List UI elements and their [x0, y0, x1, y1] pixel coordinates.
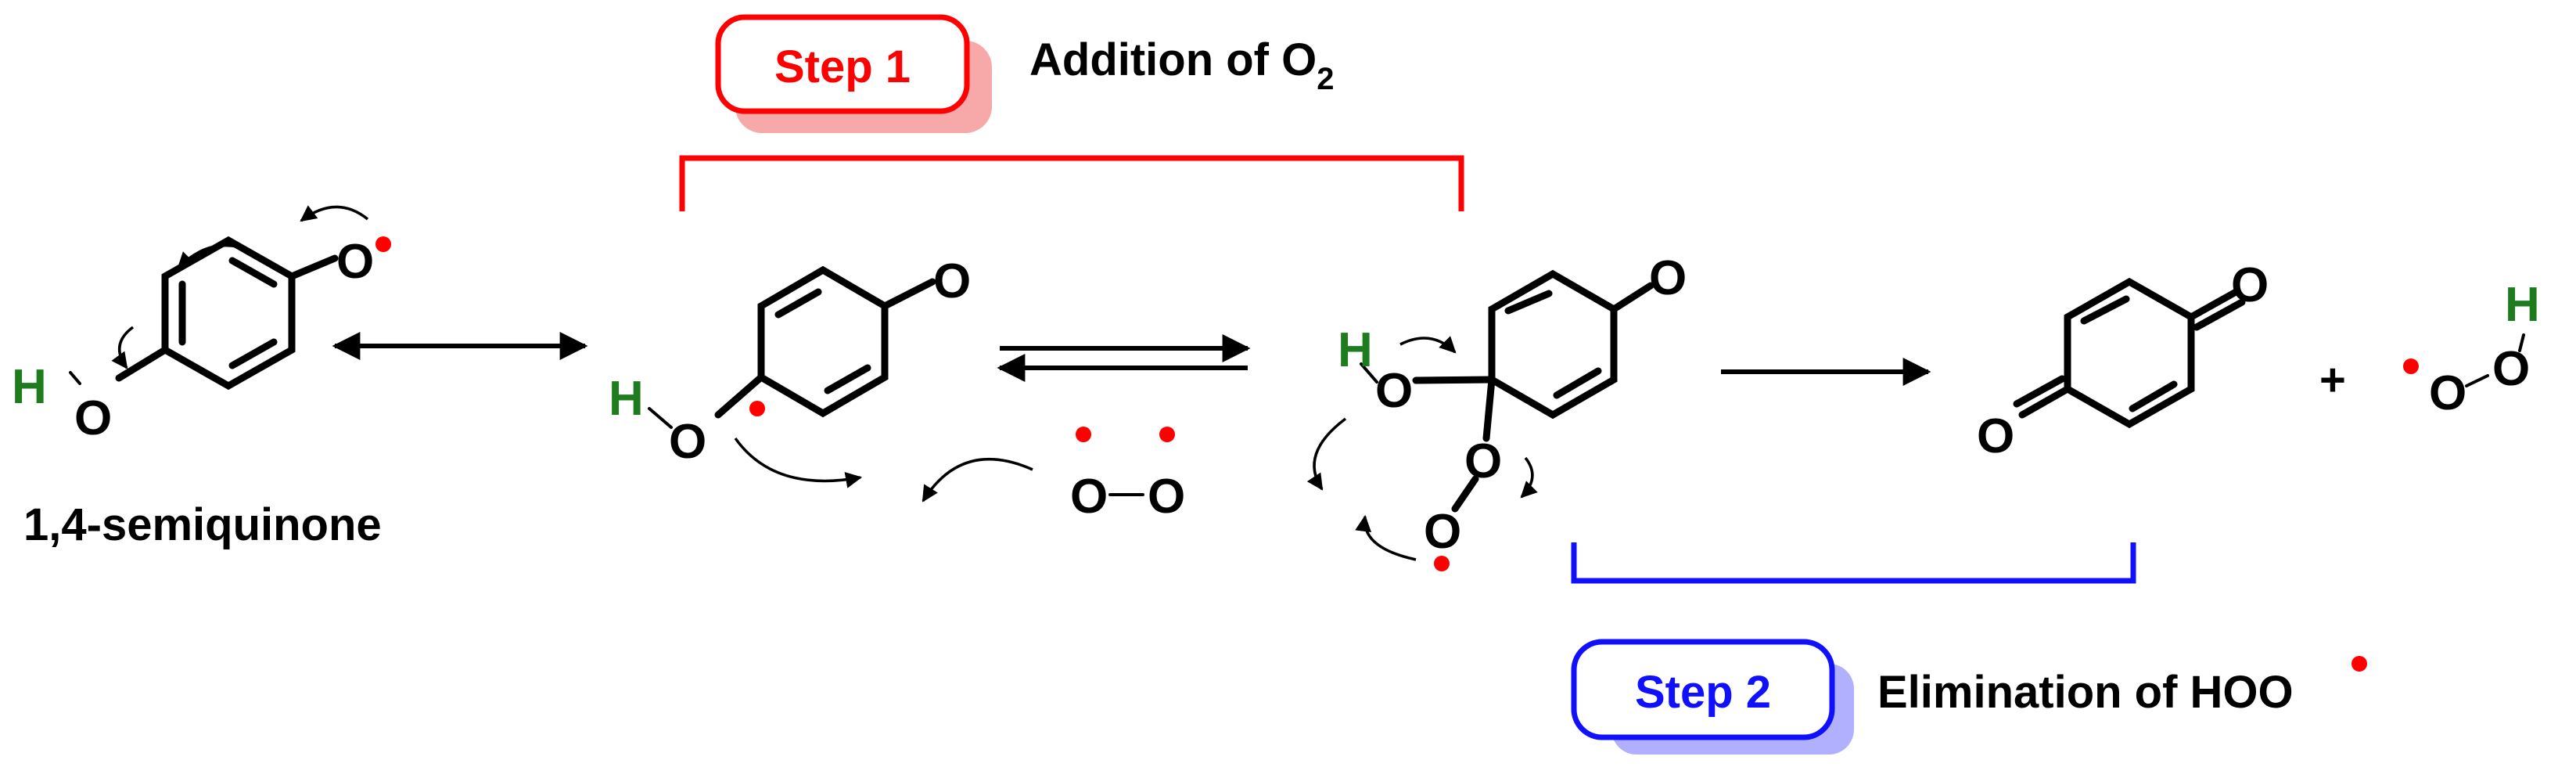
semiquinone-molecule: O O H 1,4-semiquinone: [12, 205, 391, 550]
semiquinone-h-bond: [69, 371, 81, 385]
quinone-co-bottom-2: [2013, 375, 2066, 408]
hoo-h: H: [2505, 278, 2540, 332]
dienone-oh-bond: [714, 373, 765, 419]
quinone-o-top: O: [2231, 258, 2269, 312]
hoo-oh-bond: [2518, 333, 2525, 352]
quinone-o-bottom: O: [1977, 409, 2014, 463]
adduct-o-top: O: [1649, 251, 1687, 305]
adduct-oo-bond-2: [1451, 475, 1479, 513]
dienone-ring: [757, 265, 889, 418]
dienone-h: H: [609, 372, 644, 426]
equilibrium-arrows: [997, 334, 1251, 382]
adduct-h-bond: [1360, 362, 1378, 384]
step1-header: Step 1 Addition of O2: [679, 14, 1464, 211]
adduct-radical-dot: [1434, 556, 1450, 571]
hydroperoxyl-radical: O O H: [2403, 278, 2540, 420]
step2-header: Step 2 Elimination of HOO: [1571, 542, 2367, 755]
quinone-double-2: [2129, 380, 2178, 412]
dienone-radical-dot: [749, 401, 765, 416]
quinone-co-top: [2187, 287, 2241, 321]
curly-arrow-2: [177, 243, 251, 269]
dienone-double-2: [824, 364, 871, 394]
plus-sign: +: [2319, 355, 2346, 405]
curly-arrow-4: [734, 437, 863, 488]
semiquinone-double-2: [228, 338, 278, 369]
semiquinone-radical-dot: [375, 236, 391, 252]
adduct-co-bond: [1610, 282, 1654, 313]
step1-title: Addition of O2: [1029, 34, 1334, 96]
step1-badge-text: Step 1: [774, 41, 911, 92]
curly-arrow-5: [922, 457, 1033, 502]
semiquinone-double-1: [228, 257, 278, 288]
curly-arrow-6: [1399, 336, 1457, 354]
step1-badge: [715, 14, 970, 114]
step2-bracket: [1571, 542, 2136, 584]
hoo-oo-bond: [2465, 374, 2489, 387]
curly-arrow-7: [1306, 417, 1347, 491]
adduct-ring: [1488, 269, 1618, 420]
dienone-radical-molecule: O O H: [609, 254, 1033, 502]
curly-arrow-3: [111, 326, 135, 369]
o2-o2: O: [1148, 470, 1185, 524]
adduct-o-peroxy-1: O: [1464, 434, 1502, 488]
adduct-o-peroxy-2: O: [1424, 505, 1461, 559]
step2-badge-text: Step 2: [1635, 667, 1771, 718]
step2-title-radical-dot: [2351, 656, 2367, 672]
adduct-o-hydroxyl: O: [1375, 364, 1413, 418]
dienone-o-top: O: [933, 254, 971, 308]
step1-title-subscript: 2: [1317, 62, 1334, 96]
curly-arrow-9: [1355, 514, 1417, 561]
hoo-radical-dot: [2403, 358, 2419, 374]
semiquinone-o-bottom: O: [74, 391, 112, 445]
quinone-double-1: [2080, 295, 2130, 325]
dienone-o-left: O: [669, 415, 706, 469]
step1-title-main: Addition of O: [1029, 34, 1317, 85]
step1-bracket: [679, 155, 1464, 211]
step2-badge: [1571, 639, 1835, 740]
adduct-oo-bond-1: [1482, 376, 1496, 442]
quinone-co-top-2: [2193, 298, 2246, 331]
dienone-double-1: [774, 288, 822, 319]
quinone-ring: [2064, 277, 2195, 429]
semiquinone-co-bond: [288, 254, 339, 280]
semiquinone-h: H: [12, 360, 47, 414]
semiquinone-name: 1,4-semiquinone: [23, 499, 382, 550]
dienone-h-bond: [648, 407, 673, 429]
o2-radical-dot-1: [1076, 427, 1091, 442]
semiquinone-oh-bond: [115, 346, 169, 382]
peroxyl-adduct-molecule: O O H O O: [1306, 251, 1687, 571]
hoo-o1: O: [2429, 366, 2466, 420]
o2-o1: O: [1070, 470, 1108, 524]
o2-radical-dot-2: [1159, 427, 1175, 442]
adduct-double-1: [1504, 290, 1553, 315]
quinone-co-bottom: [2018, 385, 2071, 419]
hoo-o2: O: [2492, 342, 2530, 396]
curly-arrow-8: [1520, 456, 1538, 499]
adduct-double-2: [1553, 367, 1602, 399]
curly-arrow-1: [300, 205, 369, 222]
adduct-h: H: [1338, 323, 1373, 377]
oxygen-molecule: O O: [1070, 427, 1185, 524]
benzoquinone-molecule: O O: [1977, 258, 2269, 463]
dienone-co-bond: [881, 278, 936, 310]
step2-title: Elimination of HOO: [1877, 667, 2294, 718]
semiquinone-o-top: O: [336, 235, 374, 289]
